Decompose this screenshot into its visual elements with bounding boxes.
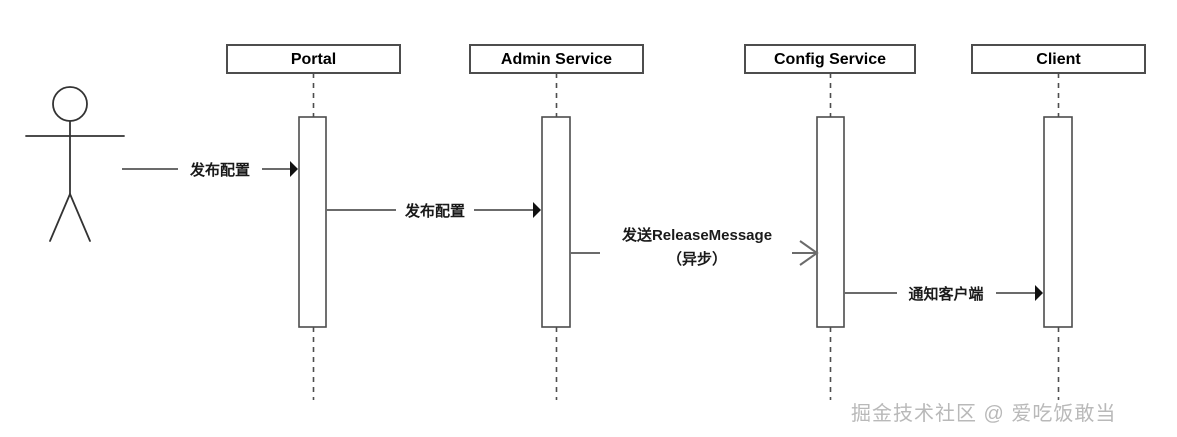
lifeline-header-box-config-service[interactable] xyxy=(744,44,916,74)
message-send-release-message-admin-to-config[interactable]: 发送ReleaseMessage （异步） xyxy=(570,226,819,268)
message-label-3-line1: 发送ReleaseMessage xyxy=(621,226,772,244)
actor-right-leg-line xyxy=(69,193,91,242)
lifeline-label-config-service: Config Service xyxy=(774,51,886,68)
activation-bar-config-service[interactable] xyxy=(816,116,845,328)
message-publish-config-actor-to-portal[interactable]: 发布配置 xyxy=(122,161,298,179)
lifeline-config-service[interactable]: Config Service xyxy=(744,44,916,400)
activation-bar-client[interactable] xyxy=(1043,116,1073,328)
actor-head-icon xyxy=(52,86,88,122)
lifeline-header-box-admin-service[interactable] xyxy=(469,44,644,74)
lifeline-client[interactable]: Client xyxy=(971,44,1146,400)
lifeline-portal[interactable]: Portal xyxy=(226,44,401,400)
activation-bar-portal[interactable] xyxy=(298,116,327,328)
lifeline-header-box-client[interactable] xyxy=(971,44,1146,74)
watermark-label: 掘金技术社区 @ 爱吃饭敢当 xyxy=(851,402,1116,425)
lifeline-header-box-portal[interactable] xyxy=(226,44,401,74)
lifeline-label-admin-service: Admin Service xyxy=(501,51,612,68)
message-notify-client-config-to-client[interactable]: 通知客户端 xyxy=(844,285,1043,303)
message-label-1: 发布配置 xyxy=(189,161,250,179)
message-arrowhead-4-icon xyxy=(1035,285,1043,301)
lifeline-label-portal: Portal xyxy=(291,51,336,68)
message-publish-config-portal-to-admin[interactable]: 发布配置 xyxy=(326,202,541,220)
message-label-3-line2: （异步） xyxy=(667,250,727,268)
actor-left-leg-line xyxy=(49,193,71,242)
actor-stick-figure xyxy=(25,86,125,242)
activation-bar-admin-service[interactable] xyxy=(541,116,571,328)
message-arrowhead-3-open-async-icon xyxy=(799,240,819,266)
message-label-2: 发布配置 xyxy=(404,202,465,220)
message-arrowhead-2-icon xyxy=(533,202,541,218)
lifeline-admin-service[interactable]: Admin Service xyxy=(469,44,644,400)
lifeline-label-client: Client xyxy=(1036,51,1081,68)
message-arrowhead-1-icon xyxy=(290,161,298,177)
message-label-4: 通知客户端 xyxy=(908,285,983,303)
